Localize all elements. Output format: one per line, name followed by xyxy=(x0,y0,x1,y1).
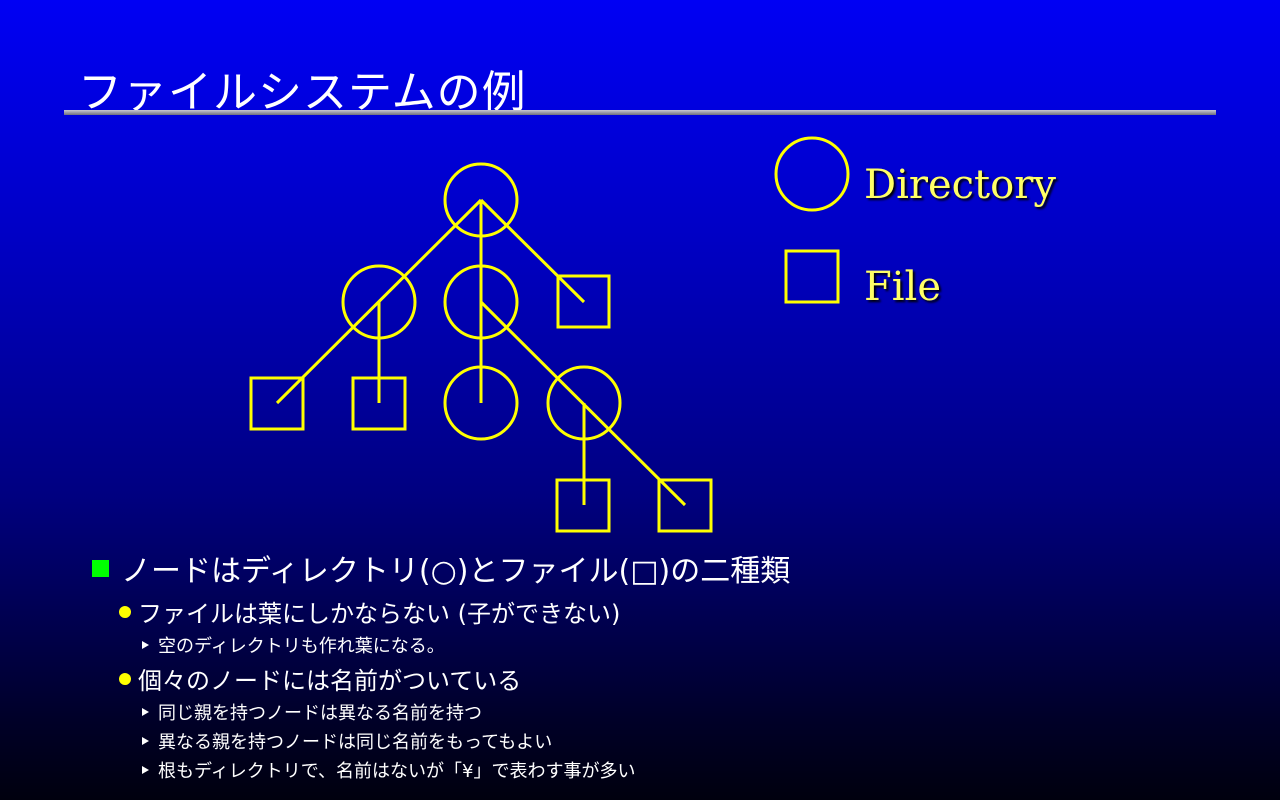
directory-node-root xyxy=(443,162,519,238)
directory-node xyxy=(546,365,622,441)
file-node xyxy=(657,478,713,533)
legend-file-square xyxy=(784,249,840,304)
file-node xyxy=(249,376,305,431)
tree-edge xyxy=(479,198,586,304)
legend-directory-circle xyxy=(774,136,850,212)
directory-node xyxy=(341,264,417,340)
legend-file-label: File xyxy=(864,264,942,310)
legend-directory-label: Directory xyxy=(864,162,1056,208)
directory-node xyxy=(443,264,519,340)
file-node xyxy=(555,478,611,533)
title-divider xyxy=(64,110,1216,115)
directory-node-empty xyxy=(443,365,519,441)
tree-edge xyxy=(275,198,483,405)
slide-title: ファイルシステムの例 xyxy=(78,67,527,118)
file-node xyxy=(556,274,611,329)
file-node xyxy=(351,376,407,431)
